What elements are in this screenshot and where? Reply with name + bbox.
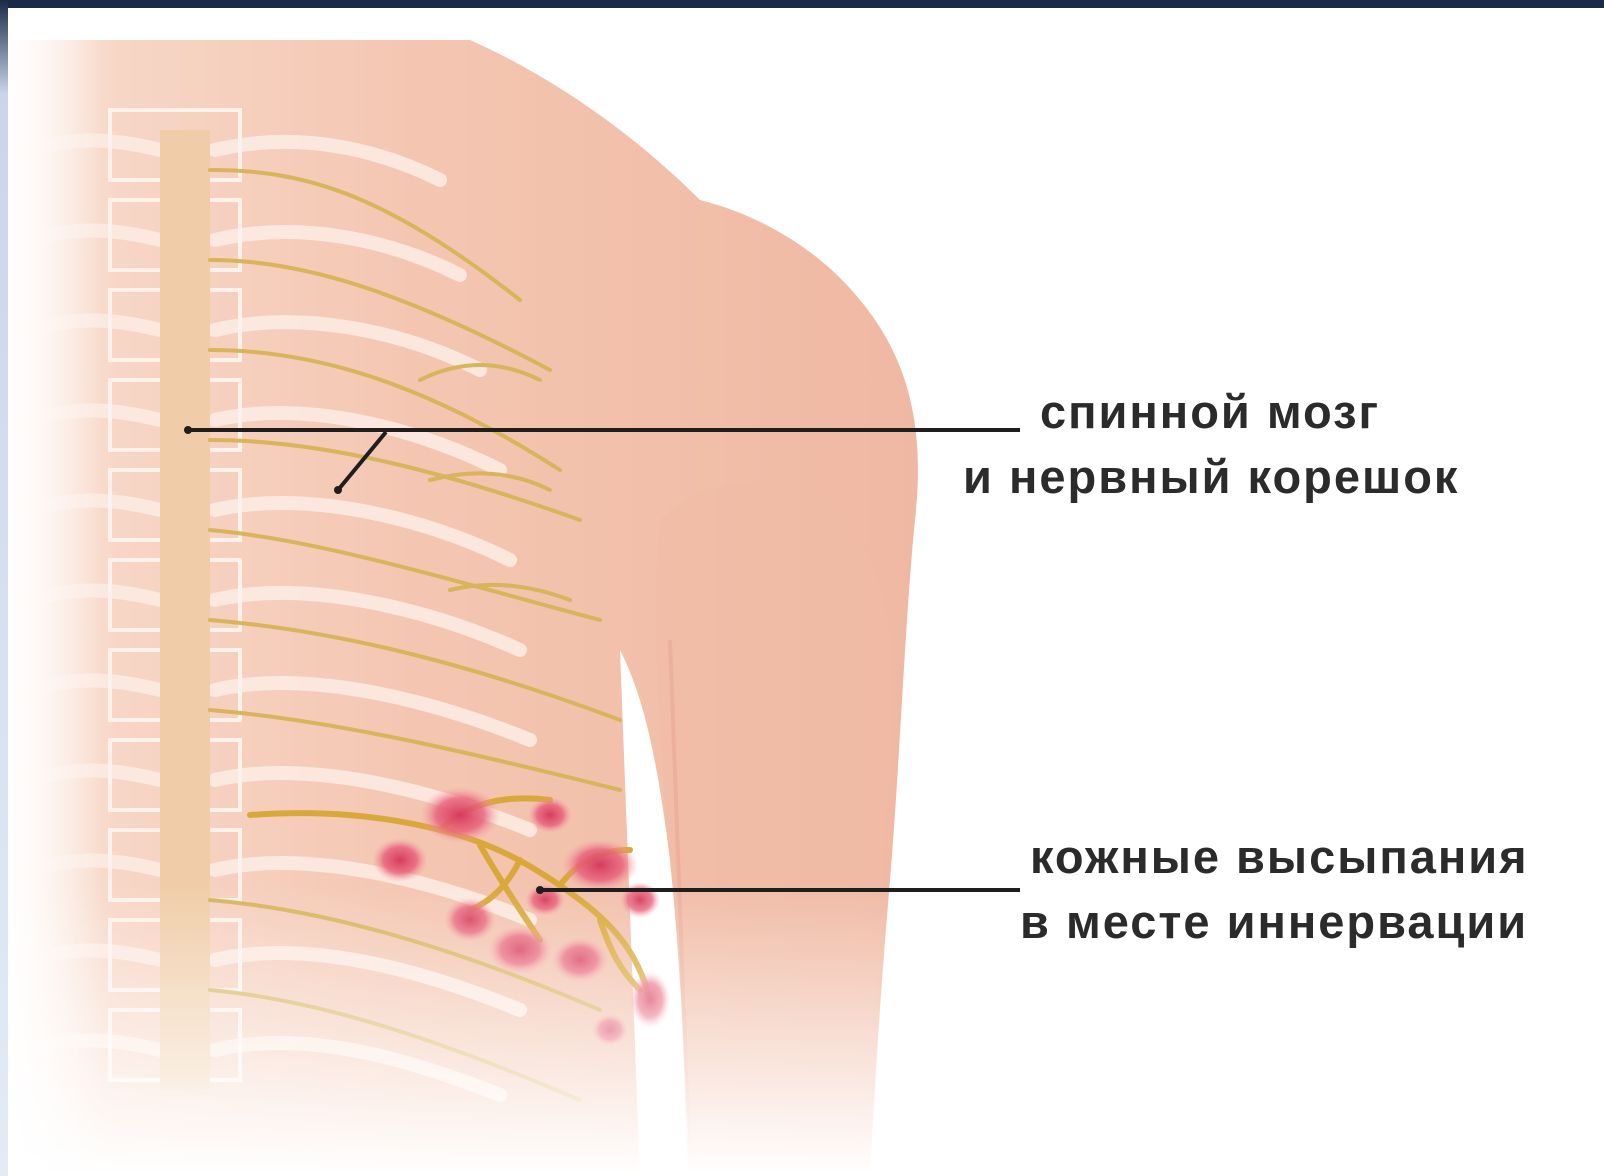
- label-spinal-cord-line1: спинной мозг: [1040, 380, 1380, 444]
- frame-top-border: [0, 0, 1604, 8]
- label-spinal-cord-line2: и нервный корешок: [963, 445, 1459, 509]
- label-rash-line2: в месте иннервации: [1020, 890, 1528, 954]
- leader-dot-spinal: [184, 426, 192, 434]
- leader-dot-rash: [536, 886, 544, 894]
- fade-left: [8, 8, 1604, 1176]
- label-rash-line1: кожные высыпания: [1030, 825, 1529, 889]
- frame-left-border: [0, 0, 8, 1176]
- diagram-frame: [8, 8, 1604, 1176]
- anatomy-illustration: [8, 8, 1604, 1176]
- leader-dot-root: [334, 486, 342, 494]
